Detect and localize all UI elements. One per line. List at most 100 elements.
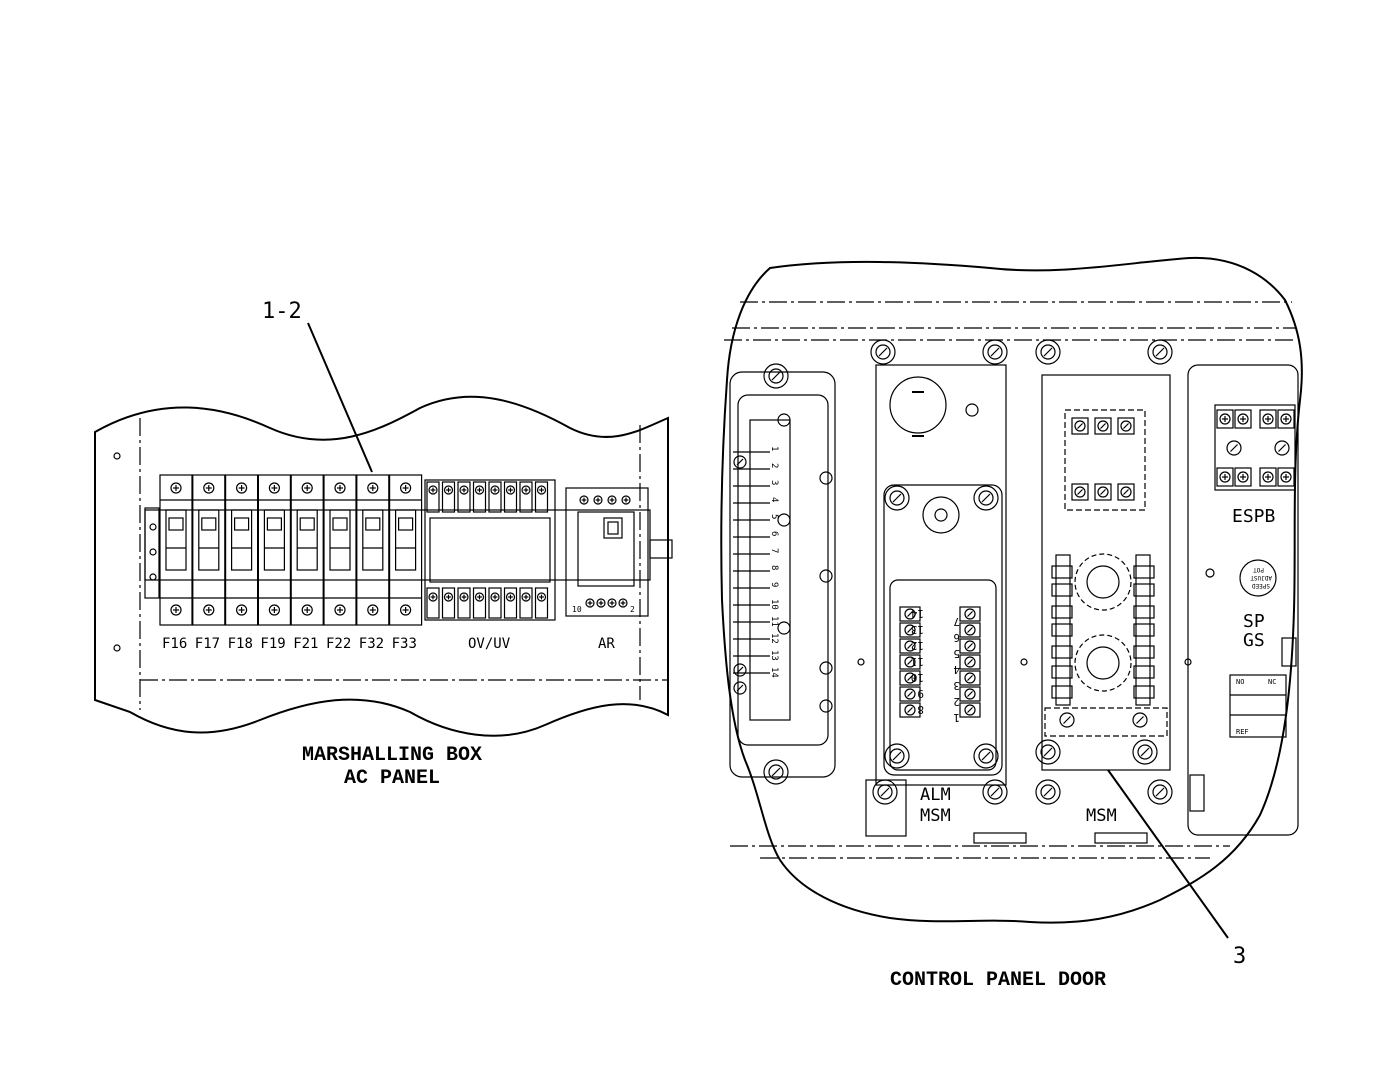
callout-1-2-leader [307,322,373,473]
fuse-bottom-screw-icon [301,604,313,616]
terminal-screw-icon [904,688,916,700]
terminal-screw-icon [904,672,916,684]
fuse-holder [389,474,423,626]
mounting-screw-icon [763,363,789,389]
fuse-top-screw-icon [367,482,379,494]
mounting-screw-icon [884,485,910,511]
ar-relay: 10 2 [565,487,649,617]
terminal-right-number: 7 [953,615,960,628]
ar-bottom-screw-icon [618,598,628,608]
fuse-label: F18 [228,636,253,652]
gs-label: GS [1243,630,1265,651]
msm-contact-screw-icon [1097,486,1109,498]
strip-number: 4 [769,497,779,502]
callout-3: 3 [1233,944,1246,969]
fuse-bottom-screw-icon [334,604,346,616]
ovuv-bottom-screw-icon [536,592,547,602]
terminal-right-number: 2 [953,695,960,708]
ovuv-top-screw-icon [490,485,500,495]
espb-screw-icon [1280,413,1292,425]
msm-contact-screw-icon [1074,420,1086,432]
terminal-screw-icon [964,704,976,716]
espb-contact-icon [1274,440,1290,456]
strip-number: 14 [769,667,779,678]
msm-contact-screw-icon [1097,420,1109,432]
ar-terminal-10: 10 [572,605,582,614]
ovuv-top-screw-icon [474,485,485,495]
terminal-left-number: 9 [917,687,924,700]
ovuv-top-screw-icon [428,485,438,495]
alm-label: ALM [920,785,951,805]
msm-label-right: MSM [1086,806,1117,826]
terminal-left-number: 13 [911,623,924,636]
terminal-left-number: 11 [911,655,924,668]
nc-label: NC [1268,678,1276,686]
msm-contact-screw-icon [1120,420,1132,432]
mounting-screw-icon [1147,339,1173,365]
espb-screw-icon [1262,413,1274,425]
ovuv-bottom-screw-icon [428,592,438,602]
strip-screw-icon [733,663,747,677]
mounting-screw-icon [872,779,898,805]
terminal-screw-icon [904,704,916,716]
strip-number: 7 [769,548,779,553]
ar-top-screw-icon [607,495,617,505]
msm-screw-icon [1059,712,1075,728]
msm-contact-screw-icon [1120,486,1132,498]
fuse-holder [225,474,259,626]
fuse-label: F21 [293,636,318,652]
msm-contact-screw-icon [1074,486,1086,498]
strip-number: 10 [769,599,779,610]
msm-screw-icon [1132,712,1148,728]
fuse-bottom-screw-icon [367,604,379,616]
ov-uv-label: OV/UV [468,636,511,652]
ovuv-bottom-screw-icon [474,592,485,602]
callout-1-2: 1-2 [262,299,302,324]
terminal-left-number: 12 [911,639,924,652]
terminal-screw-icon [964,656,976,668]
fuse-label: F32 [359,636,384,652]
marshalling-box-title: MARSHALLING BOX [302,744,482,767]
terminal-left-number: 8 [917,703,924,716]
strip-number: 5 [769,514,779,519]
ovuv-bottom-screw-icon [521,592,531,602]
espb-area [1187,364,1299,836]
mounting-screw-icon [1147,779,1173,805]
espb-screw-icon [1262,471,1274,483]
strip-number: 1 [769,446,779,451]
terminal-screw-icon [904,640,916,652]
terminal-screw-icon [964,608,976,620]
no-label: NO [1236,678,1244,686]
espb-screw-icon [1237,413,1249,425]
ovuv-bottom-screw-icon [490,592,500,602]
fuse-holder [192,474,226,626]
fuse-top-screw-icon [268,482,280,494]
terminal-right-number: 4 [953,663,960,676]
mounting-screw-icon [982,779,1008,805]
ovuv-top-screw-icon [443,485,454,495]
strip-number: 6 [769,531,779,536]
mounting-screw-icon [1132,739,1158,765]
strip-number: 8 [769,565,779,570]
strip-number: 13 [769,650,779,661]
ovuv-top-screw-icon [536,485,547,495]
fuse-label: F19 [260,636,285,652]
ar-top-screw-icon [593,495,603,505]
terminal-screw-icon [964,672,976,684]
mounting-screw-icon [973,485,999,511]
terminal-screw-icon [964,640,976,652]
ar-bottom-screw-icon [585,598,595,608]
fuse-holder [323,474,357,626]
espb-screw-icon [1237,471,1249,483]
sp-label: SP [1243,611,1265,632]
terminal-left-number: 10 [911,671,924,684]
espb-screw-icon [1280,471,1292,483]
fuse-top-screw-icon [400,482,412,494]
fuse-block [159,474,423,626]
terminal-right-number: 3 [953,679,960,692]
espb-label: ESPB [1232,506,1275,527]
terminal-screw-icon [964,624,976,636]
